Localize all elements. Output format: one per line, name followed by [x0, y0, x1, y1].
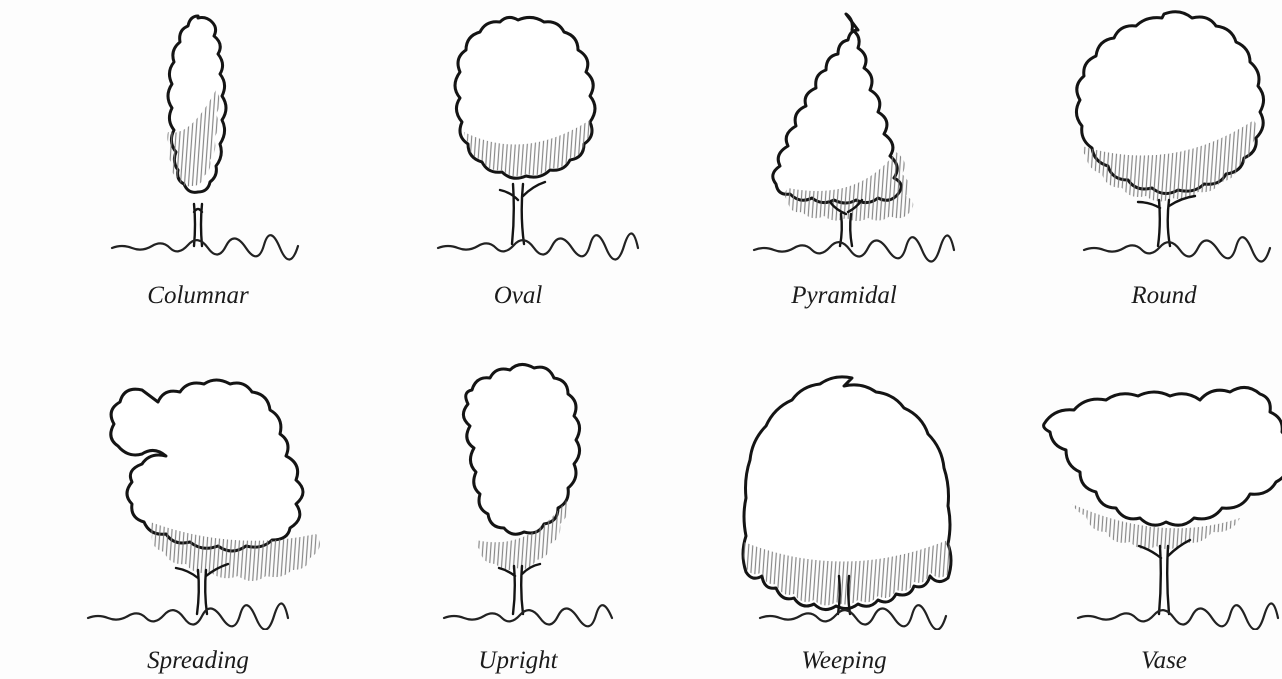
weeping-tree-drawing — [694, 340, 994, 630]
spreading-tree-drawing — [48, 340, 348, 630]
tree-form-weeping: Weeping — [694, 340, 994, 679]
tree-forms-row-1: Columnar Oval Pyramidal — [0, 0, 1282, 340]
vase-trunk — [1139, 540, 1190, 614]
spreading-ground — [88, 603, 288, 629]
tree-form-vase: Vase — [1014, 340, 1282, 679]
tree-form-pyramidal: Pyramidal — [694, 0, 994, 340]
form-label-round: Round — [1014, 282, 1282, 310]
tree-form-upright: Upright — [368, 340, 668, 679]
round-trunk — [1138, 196, 1195, 246]
columnar-tree-drawing — [48, 0, 348, 265]
columnar-ground — [112, 235, 298, 259]
form-label-spreading: Spreading — [48, 647, 348, 675]
form-label-upright: Upright — [368, 647, 668, 675]
form-label-vase: Vase — [1014, 647, 1282, 675]
vase-tree-drawing — [1014, 340, 1282, 630]
weeping-ground — [760, 605, 946, 629]
tree-form-oval: Oval — [368, 0, 668, 340]
form-label-oval: Oval — [368, 282, 668, 310]
upright-ground — [444, 605, 612, 626]
form-label-columnar: Columnar — [48, 282, 348, 310]
tree-form-spreading: Spreading — [48, 340, 348, 679]
spreading-canopy — [111, 380, 303, 551]
oval-tree-drawing — [368, 0, 668, 265]
tree-form-columnar: Columnar — [48, 0, 348, 340]
pyramidal-tree-drawing — [694, 0, 994, 265]
tree-forms-row-2: Spreading Upright Weeping — [0, 340, 1282, 679]
oval-ground — [438, 233, 638, 259]
round-tree-drawing — [1014, 0, 1282, 265]
vase-ground — [1078, 603, 1278, 629]
vase-canopy — [1044, 387, 1282, 525]
form-label-weeping: Weeping — [694, 647, 994, 675]
oval-trunk — [500, 182, 545, 244]
upright-trunk — [499, 564, 540, 614]
form-label-pyramidal: Pyramidal — [694, 282, 994, 310]
upright-tree-drawing — [368, 340, 668, 630]
round-ground — [1084, 237, 1270, 261]
pyramidal-ground — [754, 235, 954, 261]
tree-form-round: Round — [1014, 0, 1282, 340]
